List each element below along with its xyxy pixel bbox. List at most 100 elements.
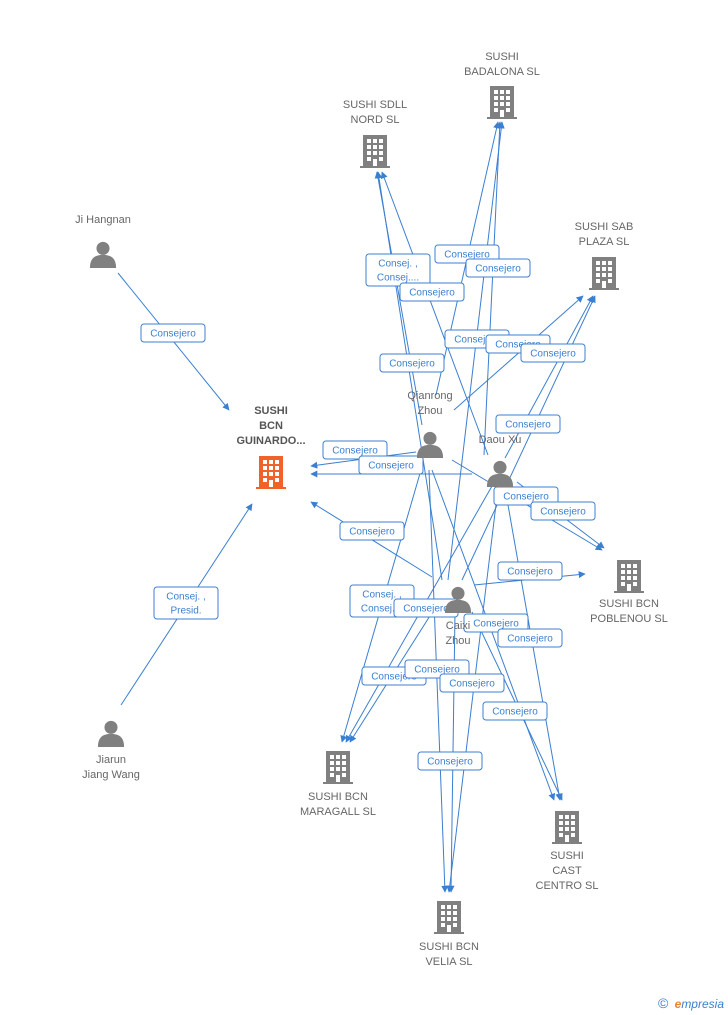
edge-label[interactable]: Consejero <box>465 258 531 278</box>
edge-label[interactable]: Consejero <box>417 751 483 771</box>
edge-label-text: Consejero <box>530 349 576 360</box>
node-label: Caixi <box>446 620 470 632</box>
edge-line <box>380 171 489 456</box>
edge-label-text: Consejero <box>371 672 417 683</box>
edge-label-text: Consejero <box>349 527 395 538</box>
edge-label-box <box>365 253 431 287</box>
edge-label[interactable]: Consejero <box>482 701 548 721</box>
brand-logo[interactable]: empresia <box>674 997 724 1011</box>
edge-line <box>447 121 505 581</box>
edge-label[interactable]: Consejero <box>497 628 563 648</box>
edge-label-box <box>482 701 548 721</box>
edge-label[interactable]: Consejero <box>497 561 563 581</box>
edge-label-text: Consejero <box>454 335 500 346</box>
edge-label-box <box>140 323 206 343</box>
edge-label-box <box>495 414 561 434</box>
node-label: SUSHI BCN <box>599 598 659 610</box>
edge-line <box>483 121 504 456</box>
edge-line <box>375 171 443 581</box>
edge-label-box <box>497 561 563 581</box>
edge-label-text: Consejero <box>414 665 460 676</box>
edge-label-text: Consej. , <box>362 590 401 601</box>
person-icon <box>89 241 117 268</box>
edge-label-box <box>358 455 424 475</box>
node-label: Qianrong <box>407 390 452 402</box>
edge-label[interactable]: Consejero <box>530 501 596 521</box>
node-label: SUSHI SAB <box>575 221 634 233</box>
edge-label-box <box>322 440 388 460</box>
edge-label[interactable]: Consejero <box>439 673 505 693</box>
edge-label[interactable]: Consejero <box>140 323 206 343</box>
edge-label-text: Consejero <box>505 420 551 431</box>
edge-label-box <box>439 673 505 693</box>
person-node[interactable]: Ji Hangnan <box>75 214 131 268</box>
node-label: BADALONA SL <box>464 66 540 78</box>
company-node[interactable]: SUSHI BCN POBLENOU SL <box>590 560 668 625</box>
edge-label-box <box>497 628 563 648</box>
edge-label[interactable]: Consejero <box>495 414 561 434</box>
node-label: SUSHI <box>254 405 288 417</box>
node-label: CAST <box>552 865 582 877</box>
edge-label-text: Consejero <box>409 288 455 299</box>
edge-line <box>461 295 596 581</box>
building-icon <box>323 751 353 784</box>
building-icon <box>614 560 644 593</box>
edge-label[interactable]: Consej. ,Consej.... <box>365 253 431 287</box>
node-label: MARAGALL SL <box>300 806 376 818</box>
company-node[interactable]: SUSHIBCNGUINARDO... <box>236 405 306 489</box>
company-node[interactable]: SUSHI BADALONA SL <box>464 51 540 119</box>
edge-label-text: Consejero <box>495 340 541 351</box>
edge-label[interactable]: Consejero <box>463 613 529 633</box>
edge-label-text: Consejero <box>503 492 549 503</box>
edge-label-box <box>530 501 596 521</box>
edge-label-box <box>339 521 405 541</box>
edge-label-text: Consejero <box>150 329 196 340</box>
node-label: SUSHI <box>485 51 519 63</box>
edge-label[interactable]: Consejero <box>339 521 405 541</box>
edge-label-text: Consejero <box>403 604 449 615</box>
edge-label-text: Consejero <box>473 619 519 630</box>
edge-label-text: Consejero <box>444 250 490 261</box>
person-node[interactable]: Daou Xu <box>479 434 522 487</box>
edge-label[interactable]: Consej. ,Presid. <box>153 586 219 620</box>
building-icon <box>552 811 582 844</box>
node-label: Daou Xu <box>479 434 522 446</box>
edge-label[interactable]: Consejero <box>399 282 465 302</box>
edge-label-box <box>379 353 445 373</box>
edge-label-box <box>417 751 483 771</box>
node-label: NORD SL <box>351 114 400 126</box>
edge-label-box <box>463 613 529 633</box>
edge-label[interactable]: Consejero <box>493 486 559 506</box>
node-label: POBLENOU SL <box>590 613 668 625</box>
edge-label[interactable]: Consejero <box>379 353 445 373</box>
edge-label-box <box>399 282 465 302</box>
edge-label[interactable]: Consejero <box>322 440 388 460</box>
edge-label[interactable]: Consejero <box>358 455 424 475</box>
node-label: Jiang Wang <box>82 769 140 781</box>
edge-label-text: Consejero <box>507 634 553 645</box>
edge-label-text: Consejero <box>368 461 414 472</box>
edge-label-text: Consej.... <box>361 604 403 615</box>
edge-label-text: Consejero <box>492 707 538 718</box>
edge-label-text: Consejero <box>427 757 473 768</box>
edge-line <box>428 469 449 893</box>
edge-label-text: Consejero <box>475 264 521 275</box>
edge-label-text: Consejero <box>389 359 435 370</box>
edge-line <box>431 469 556 801</box>
edge-label-text: Consejero <box>540 507 586 518</box>
node-label: SUSHI <box>550 850 584 862</box>
node-label: Zhou <box>417 405 442 417</box>
building-icon <box>434 901 464 934</box>
edge-label[interactable]: Consejero <box>520 343 586 363</box>
node-label: Ji Hangnan <box>75 214 131 226</box>
